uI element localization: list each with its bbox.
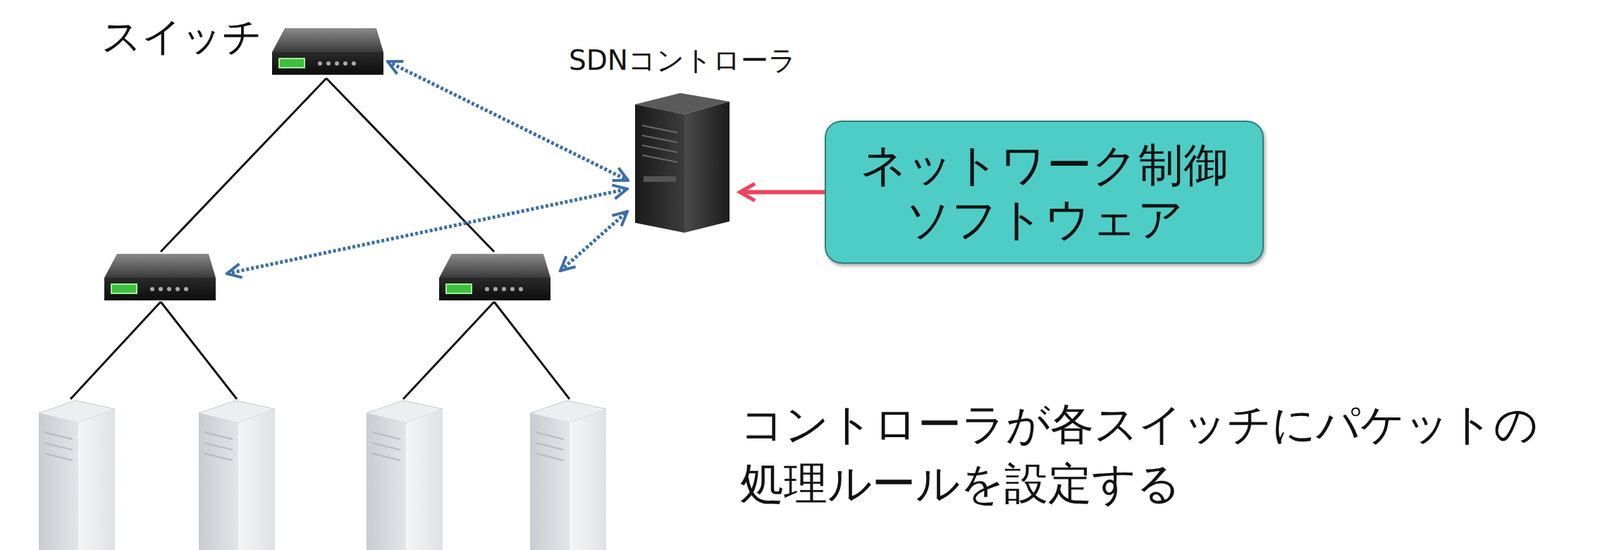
box-text: ネットワーク制御 ソフトウェア	[854, 138, 1235, 247]
node-label: スイッチ	[101, 12, 263, 60]
node-label: SDNコントローラ	[568, 44, 797, 78]
server-icon	[38, 400, 115, 550]
software-box: ネットワーク制御 ソフトウェア	[824, 120, 1264, 264]
server-icon	[530, 400, 607, 550]
connector-arrow	[740, 190, 825, 195]
server-icon	[366, 400, 443, 550]
note-text: コントローラが各スイッチにパケットの 処理ルールを設定する	[740, 394, 1579, 513]
switch-icon	[270, 23, 385, 78]
controller-server-icon	[630, 91, 735, 235]
wire	[70, 78, 570, 399]
connector-arrow	[387, 61, 629, 181]
controller-node: SDNコントローラ	[630, 91, 735, 235]
server-icon	[198, 400, 275, 550]
switch-icon	[104, 253, 216, 301]
switch-node: スイッチ	[270, 23, 385, 78]
control-link	[226, 188, 628, 274]
switch-icon	[439, 253, 551, 301]
